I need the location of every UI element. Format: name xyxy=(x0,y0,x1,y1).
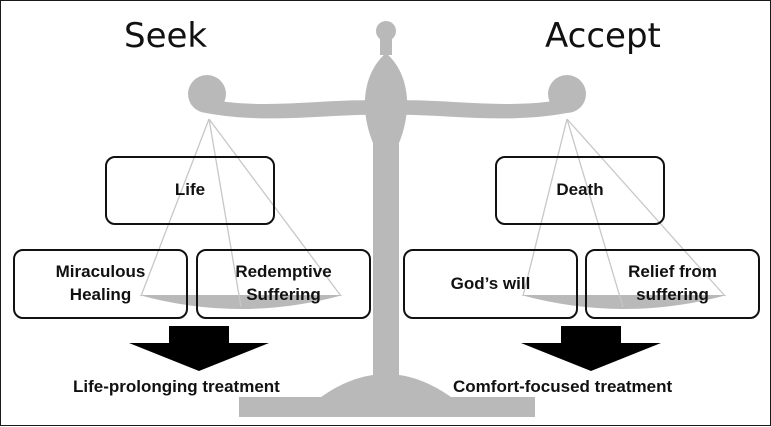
scale-finial xyxy=(376,21,396,41)
left-down-arrow xyxy=(129,326,269,371)
scale-base xyxy=(239,397,535,417)
gods-will-box: God’s will xyxy=(403,249,578,319)
beam-left-end xyxy=(188,75,226,113)
left-pan xyxy=(139,295,343,309)
right-pan xyxy=(521,295,727,309)
left-string-2 xyxy=(208,118,242,308)
right-string-1 xyxy=(522,118,568,297)
left-string-3 xyxy=(208,118,342,297)
scale-beam xyxy=(206,99,567,119)
seek-heading: Seek xyxy=(124,16,208,56)
beam-right-end xyxy=(548,75,586,113)
right-down-arrow xyxy=(521,326,661,371)
right-string-3 xyxy=(566,118,726,297)
accept-heading: Accept xyxy=(545,16,661,56)
miraculous-healing-box: Miraculous Healing xyxy=(13,249,188,319)
death-box: Death xyxy=(495,156,665,225)
scale-foot xyxy=(321,374,451,397)
relief-from-suffering-box: Relief from suffering xyxy=(585,249,760,319)
right-string-2 xyxy=(566,118,624,308)
scale-bulb xyxy=(364,53,408,143)
redemptive-suffering-box: Redemptive Suffering xyxy=(196,249,371,319)
life-box: Life xyxy=(105,156,275,225)
left-string-1 xyxy=(140,118,210,297)
life-prolonging-caption: Life-prolonging treatment xyxy=(73,377,280,396)
scale-column xyxy=(373,121,399,381)
comfort-focused-caption: Comfort-focused treatment xyxy=(453,377,673,396)
